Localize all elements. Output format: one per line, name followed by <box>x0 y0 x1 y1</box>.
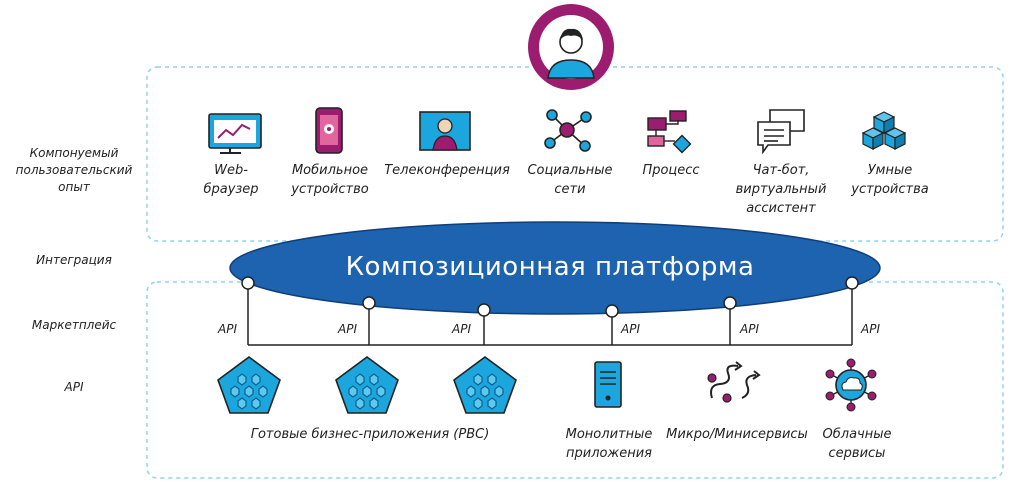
service-label-line: сервисы <box>828 446 886 461</box>
api-label: API <box>338 322 357 336</box>
channel-label-line: Чат-бот, <box>752 163 810 178</box>
channel-label-line: сети <box>554 182 586 197</box>
channel-label-social: Социальные сети <box>522 161 618 199</box>
api-label: API <box>861 322 880 336</box>
channel-label-line: ассистент <box>746 201 816 216</box>
api-label: API <box>621 322 640 336</box>
pbc-app-icon-2 <box>335 356 399 414</box>
channel-label-mobile: Мобильное устройство <box>282 161 378 199</box>
channel-label-line: браузер <box>203 182 259 197</box>
row-label-experience-line: опыт <box>58 180 90 194</box>
row-label-experience: Компонуемый пользовательский опыт <box>10 145 138 196</box>
row-label-experience-line: Компонуемый <box>29 146 119 160</box>
service-label-cloud: Облачные сервисы <box>812 425 902 463</box>
channel-label-line: Телеконференция <box>384 163 510 178</box>
channel-label-line: устройство <box>291 182 369 197</box>
channel-label-web-browser: Web- браузер <box>195 161 267 199</box>
api-label: API <box>740 322 759 336</box>
social-network-icon <box>544 109 592 152</box>
channel-label-line: устройства <box>851 182 929 197</box>
channel-label-line: Социальные <box>527 163 613 178</box>
channel-label-video-conference: Телеконференция <box>380 161 514 180</box>
composition-platform <box>229 221 881 315</box>
api-label: API <box>218 322 237 336</box>
row-label-experience-line: пользовательский <box>15 163 133 177</box>
service-label-pbc: Готовые бизнес-приложения (PBC) <box>250 427 490 442</box>
cloud-services-icon <box>825 358 877 412</box>
smart-devices-icon <box>861 111 907 150</box>
web-browser-icon <box>208 113 262 154</box>
channel-label-line: виртуальный <box>735 182 827 197</box>
service-label-monolith: Монолитные приложения <box>553 425 665 463</box>
channel-label-line: Процесс <box>642 163 700 178</box>
channel-label-smart-devices: Умные устройства <box>840 161 940 199</box>
chatbot-icon <box>757 109 805 155</box>
user-avatar-icon <box>528 4 614 90</box>
service-label-line: Облачные <box>822 427 892 442</box>
api-label: API <box>452 322 471 336</box>
mobile-device-icon <box>315 107 343 154</box>
channel-label-line: Умные <box>867 163 913 178</box>
service-label-line: Монолитные <box>565 427 653 442</box>
channel-label-process: Процесс <box>630 161 712 180</box>
service-label-line: приложения <box>566 446 652 461</box>
row-label-api: API <box>64 380 84 394</box>
row-label-integration: Интеграция <box>36 253 112 267</box>
video-conference-icon <box>419 111 471 151</box>
channel-label-line: Web- <box>214 163 248 178</box>
api-nodes <box>241 276 859 318</box>
monolith-server-icon <box>594 361 622 408</box>
experience-region <box>146 66 1004 242</box>
platform-label: Композиционная платформа <box>345 252 755 282</box>
row-label-marketplace: Маркетплейс <box>31 318 117 332</box>
channel-label-line: Мобильное <box>291 163 369 178</box>
channel-label-chatbot: Чат-бот, виртуальный ассистент <box>726 161 836 218</box>
pbc-app-icon-3 <box>453 356 517 414</box>
api-bus <box>247 283 853 346</box>
process-icon <box>647 110 692 154</box>
service-label-micro: Микро/Минисервисы <box>666 427 808 442</box>
microservices-icon <box>707 361 761 403</box>
pbc-app-icon-1 <box>217 356 281 414</box>
